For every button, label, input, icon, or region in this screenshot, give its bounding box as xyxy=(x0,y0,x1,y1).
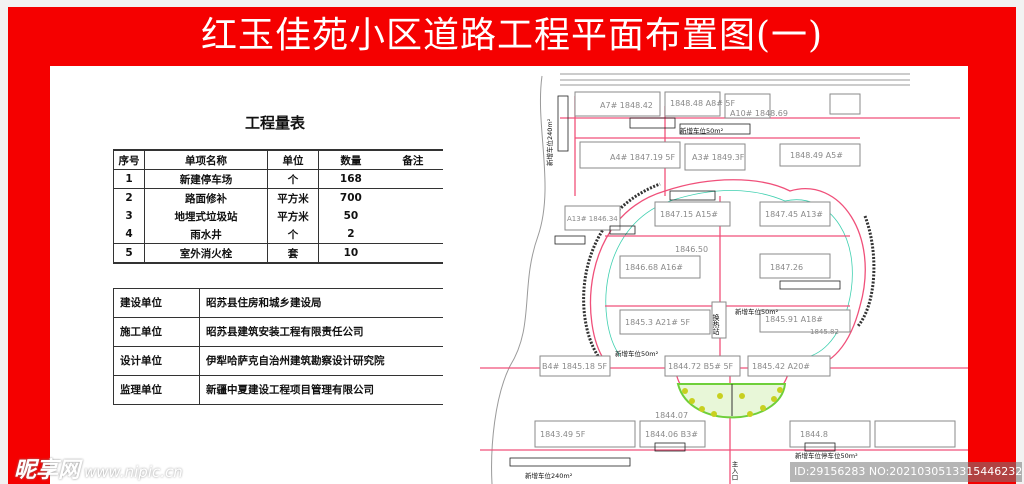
site-plan: A7# 1848.42 1848.48 A8# 5F A10# 1848.69 … xyxy=(480,73,968,484)
building-label: 1847.26 xyxy=(770,263,803,272)
cell xyxy=(382,243,443,264)
cell: 3 xyxy=(113,207,145,225)
building-label: A13# 1846.34 xyxy=(567,215,618,223)
parking-label: 新增车位停车位50m² xyxy=(795,451,858,460)
cell: 2 xyxy=(113,188,145,207)
parking-label: 新增车位50m² xyxy=(680,126,724,135)
building-label: B4# 1845.18 5F xyxy=(542,362,608,371)
building-label: 1847.45 A13# xyxy=(765,210,823,219)
building-label: 1844.06 B3# xyxy=(645,430,698,439)
buildings xyxy=(534,91,956,448)
building-label: A10# 1848.69 xyxy=(730,109,788,118)
header-cell: 单项名称 xyxy=(144,149,268,170)
building-label: 1844.8 xyxy=(800,430,828,439)
garden-trees xyxy=(682,387,783,417)
cell: 个 xyxy=(267,225,319,244)
table-row: 施工单位昭苏县建筑安装工程有限责任公司 xyxy=(113,317,443,347)
building-label: 1845.82 xyxy=(810,328,839,336)
parking-label: 新增车位240m² xyxy=(545,118,554,166)
parking-label: 新增车位50m² xyxy=(615,349,659,358)
info-value: 新疆中夏建设工程项目管理有限公司 xyxy=(199,375,443,405)
building-label: 1844.07 xyxy=(655,411,688,420)
building-label: 1843.49 5F xyxy=(540,430,586,439)
info-label: 施工单位 xyxy=(113,317,200,347)
building-label: 1847.15 A15# xyxy=(660,210,718,219)
boundary-lines xyxy=(491,73,910,484)
cell xyxy=(383,189,443,208)
parking-label: 新增车位240m² xyxy=(525,471,573,480)
page-title: 红玉佳苑小区道路工程平面布置图(一) xyxy=(200,15,824,56)
cell: 4 xyxy=(113,225,145,244)
info-value: 昭苏县建筑安装工程有限责任公司 xyxy=(199,317,443,347)
quantity-table-title: 工程量表 xyxy=(244,114,305,132)
building-labels: A7# 1848.42 1848.48 A8# 5F A10# 1848.69 … xyxy=(540,99,843,439)
parking-label: 新增车位50m² xyxy=(735,307,779,316)
cell: 10 xyxy=(318,243,383,264)
watermark-id: ID:29156283 NO:20210305133154462323 xyxy=(790,462,1022,482)
cell: 室外消火栓 xyxy=(144,243,268,264)
table-row: 建设单位昭苏县住房和城乡建设局 xyxy=(113,288,443,318)
main-entrance-label: 主入口 xyxy=(730,460,738,481)
cell: 5 xyxy=(113,243,145,264)
cell: 地埋式垃圾站 xyxy=(144,207,268,225)
building-label: 1845.3 A21# 5F xyxy=(625,318,691,327)
building-label: 1846.50 xyxy=(675,245,708,254)
table-header-row: 序号 单项名称 单位 数量 备注 xyxy=(113,149,443,170)
info-label: 设计单位 xyxy=(113,346,200,376)
cell xyxy=(382,169,443,189)
info-value: 昭苏县住房和城乡建设局 xyxy=(199,288,443,318)
building-label: A4# 1847.19 5F xyxy=(610,153,676,162)
building-label: 1845.91 A18# xyxy=(765,315,823,324)
cell: 路面修补 xyxy=(144,188,268,207)
cell: 平方米 xyxy=(267,188,319,207)
building-label: 1848.49 A5# xyxy=(790,151,843,160)
header-cell: 备注 xyxy=(382,149,443,170)
cell: 雨水井 xyxy=(144,225,268,244)
cell xyxy=(382,225,443,244)
cell: 2 xyxy=(318,225,383,244)
table-row: 监理单位新疆中夏建设工程项目管理有限公司 xyxy=(113,375,443,405)
table-row: 设计单位伊犁哈萨克自治州建筑勘察设计研究院 xyxy=(113,346,443,376)
building-label: 1846.68 A16# xyxy=(625,263,683,272)
project-info-table: 建设单位昭苏县住房和城乡建设局 施工单位昭苏县建筑安装工程有限责任公司 设计单位… xyxy=(113,288,443,405)
header-cell: 数量 xyxy=(318,149,383,170)
info-label: 建设单位 xyxy=(113,288,200,318)
info-value: 伊犁哈萨克自治州建筑勘察设计研究院 xyxy=(199,346,443,376)
plan-annotations: 换热站 新增车位240m² 新增车位50m² 新增车位50m² 新增车位50m²… xyxy=(525,118,858,480)
building-label: 1848.48 A8# 5F xyxy=(670,99,736,108)
cell: 个 xyxy=(267,169,319,189)
building-label: 1844.72 B5# 5F xyxy=(668,362,734,371)
cell: 50 xyxy=(343,210,359,222)
cell: 新建停车场 xyxy=(144,169,268,189)
building-label: A3# 1849.3F xyxy=(692,153,745,162)
cell: 平方米 xyxy=(267,207,319,225)
cell xyxy=(383,207,443,225)
cell: 套 xyxy=(267,243,319,264)
curb-hatching xyxy=(582,182,876,357)
info-label: 监理单位 xyxy=(113,375,200,405)
header-cell: 序号 xyxy=(113,149,145,170)
cell: 168 xyxy=(318,169,383,189)
watermark-url: www.nipic.cn xyxy=(84,463,183,481)
cell: 1 xyxy=(113,169,145,189)
building-label: 1845.42 A20# xyxy=(752,362,810,371)
building-label: A7# 1848.42 xyxy=(600,101,653,110)
heat-station-label: 换热站 xyxy=(712,313,720,336)
cell: 700 xyxy=(339,192,362,204)
parking-stalls xyxy=(509,95,841,467)
header-cell: 单位 xyxy=(267,149,319,170)
watermark-logo-text: 昵享网 xyxy=(14,458,81,483)
central-garden xyxy=(676,383,787,419)
